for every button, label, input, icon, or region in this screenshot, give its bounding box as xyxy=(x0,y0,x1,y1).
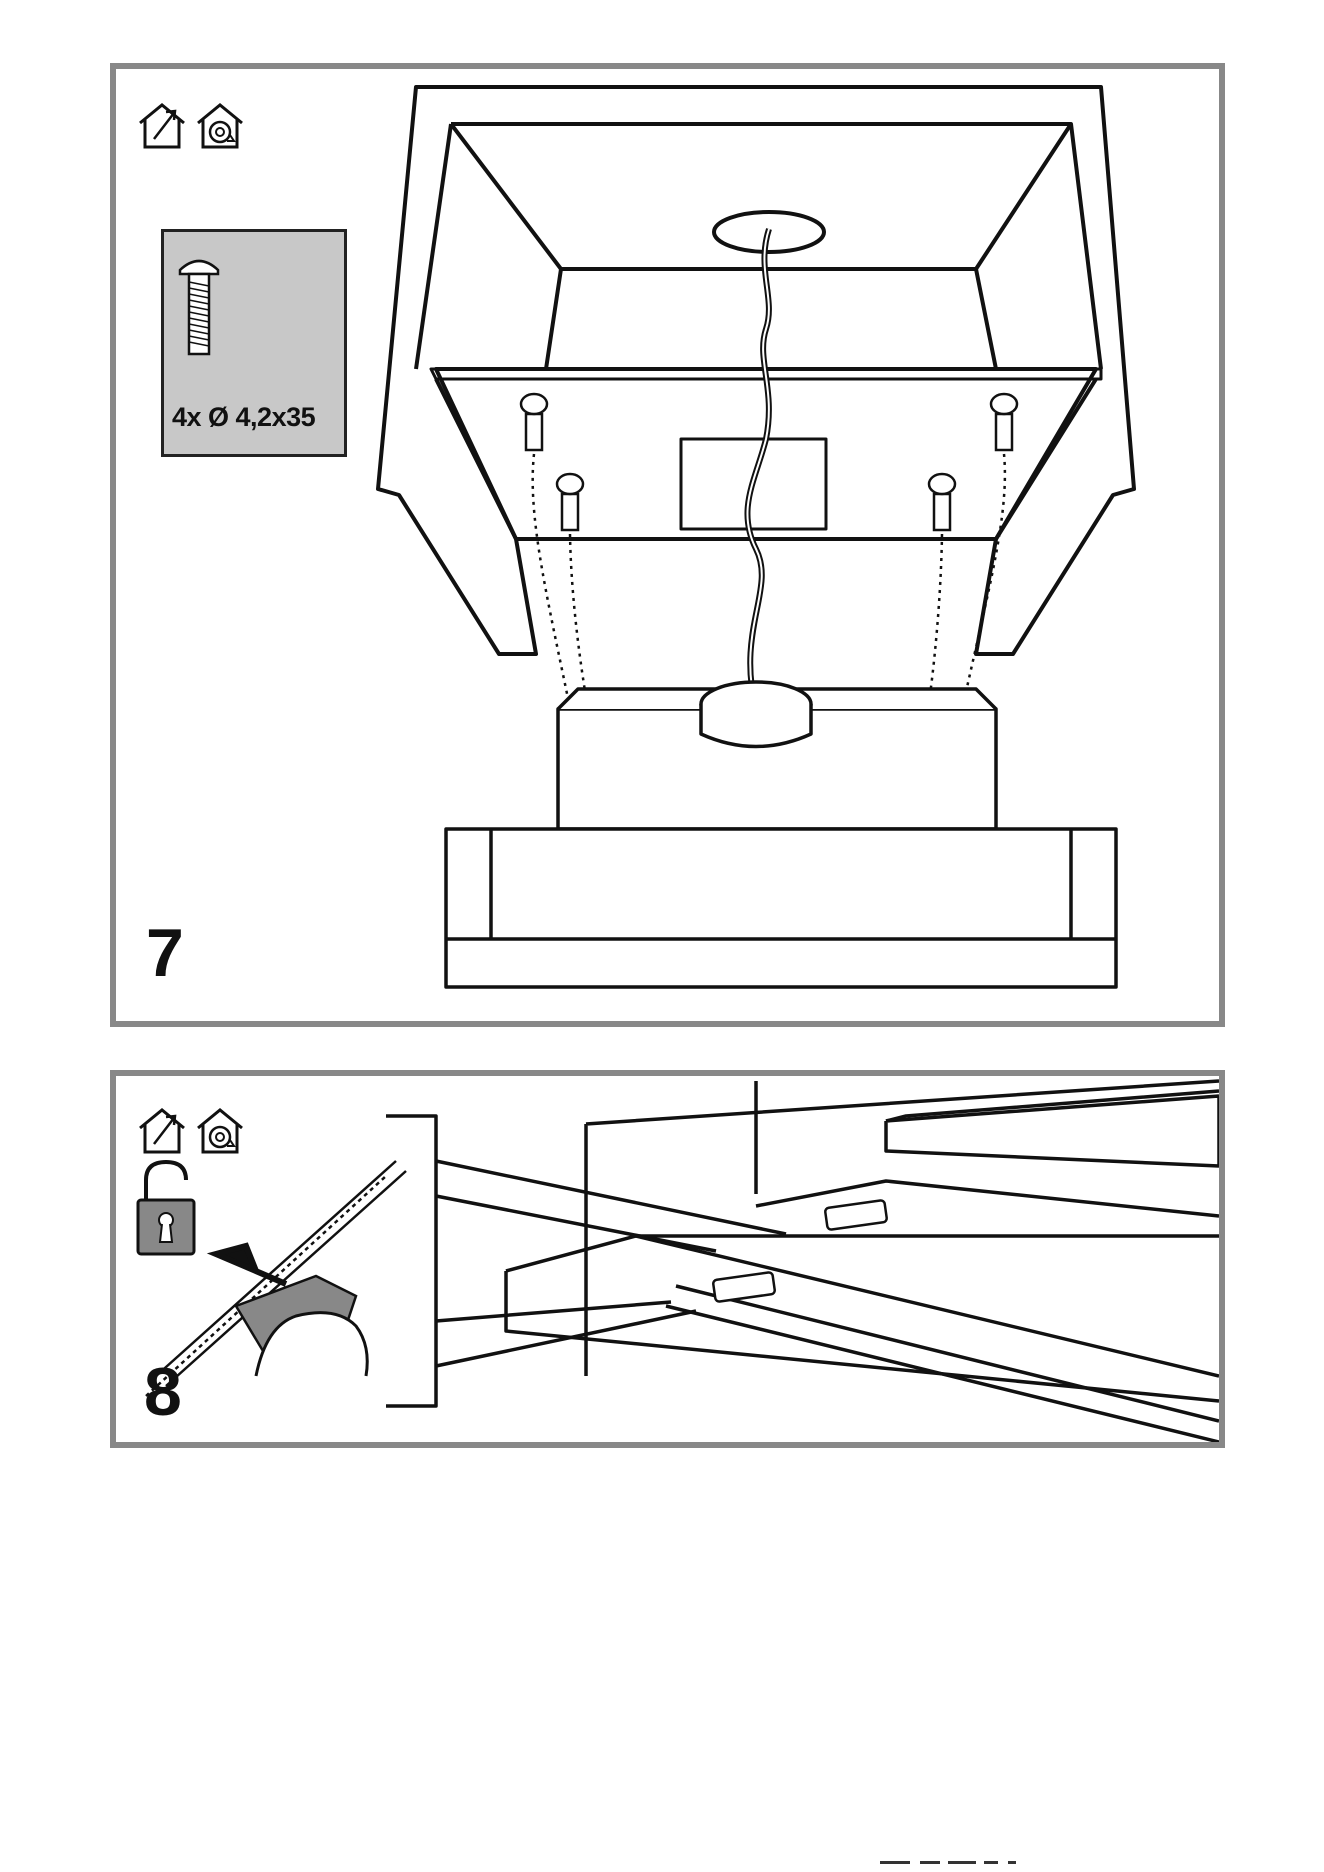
footer-marks xyxy=(880,1860,1040,1866)
hood-mounting-illustration xyxy=(116,69,1219,1021)
filter-removal-illustration xyxy=(116,1076,1219,1442)
step-8-panel: 8 xyxy=(110,1070,1225,1448)
step-7-panel: 4x Ø 4,2x35 xyxy=(110,63,1225,1027)
step-number: 7 xyxy=(146,919,184,987)
step-number: 8 xyxy=(144,1358,182,1426)
